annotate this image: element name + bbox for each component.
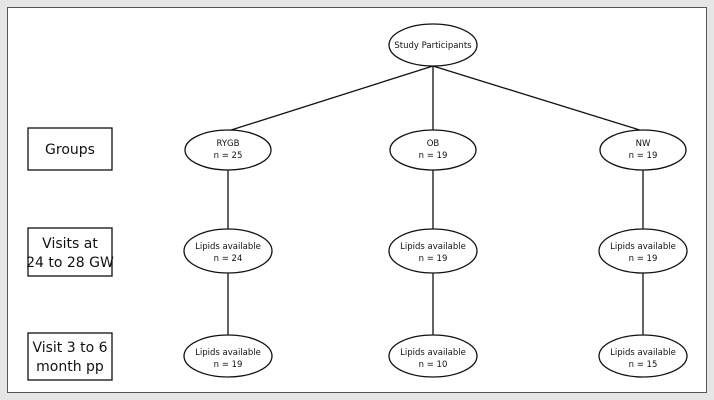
node-rygb-visit1: Lipids available n = 24 [183, 228, 273, 274]
row-label-groups-text: Groups [45, 142, 95, 158]
row-label-visit1-line1: Visits at [42, 236, 98, 252]
node-ob-group-line2: n = 19 [419, 151, 448, 161]
node-ob-visit1-line2: n = 19 [419, 254, 448, 264]
node-ob-visit2-line2: n = 10 [419, 360, 448, 370]
node-nw-visit1: Lipids available n = 19 [598, 228, 688, 274]
node-nw-group-line2: n = 19 [629, 151, 658, 161]
row-label-visit1: Visits at 24 to 28 GW [26, 227, 114, 277]
node-ob-visit1-line1: Lipids available [400, 242, 466, 252]
node-root-label: Study Participants [394, 41, 472, 51]
node-nw-group-line1: NW [636, 139, 651, 149]
row-label-groups: Groups [27, 127, 113, 171]
row-label-visit1-line2: 24 to 28 GW [26, 255, 114, 271]
node-ob-visit2-line1: Lipids available [400, 348, 466, 358]
node-nw-visit1-line2: n = 19 [629, 254, 658, 264]
node-ob-group-line1: OB [427, 139, 440, 149]
node-rygb-visit2: Lipids available n = 19 [183, 334, 273, 378]
row-label-visit2: Visit 3 to 6 month pp [27, 332, 113, 381]
node-rygb-visit1-line1: Lipids available [195, 242, 261, 252]
node-ob-visit2: Lipids available n = 10 [388, 334, 478, 378]
edge-root-nw [432, 65, 644, 132]
node-nw-visit2: Lipids available n = 15 [598, 334, 688, 378]
node-nw-group: NW n = 19 [599, 129, 687, 171]
node-rygb-group-line2: n = 25 [214, 151, 243, 161]
edge-root-rygb [227, 65, 434, 132]
node-rygb-visit1-line2: n = 24 [214, 254, 243, 264]
diagram-panel [7, 7, 707, 393]
node-root: Study Participants [388, 23, 478, 67]
node-nw-visit2-line2: n = 15 [629, 360, 658, 370]
node-rygb-visit2-line1: Lipids available [195, 348, 261, 358]
node-ob-group: OB n = 19 [389, 129, 477, 171]
node-rygb-visit2-line2: n = 19 [214, 360, 243, 370]
node-rygb-group-line1: RYGB [217, 139, 240, 149]
node-ob-visit1: Lipids available n = 19 [388, 228, 478, 274]
row-label-visit2-line1: Visit 3 to 6 [32, 340, 107, 356]
row-label-visit2-line2: month pp [36, 359, 104, 375]
node-nw-visit1-line1: Lipids available [610, 242, 676, 252]
node-rygb-group: RYGB n = 25 [184, 129, 272, 171]
node-nw-visit2-line1: Lipids available [610, 348, 676, 358]
